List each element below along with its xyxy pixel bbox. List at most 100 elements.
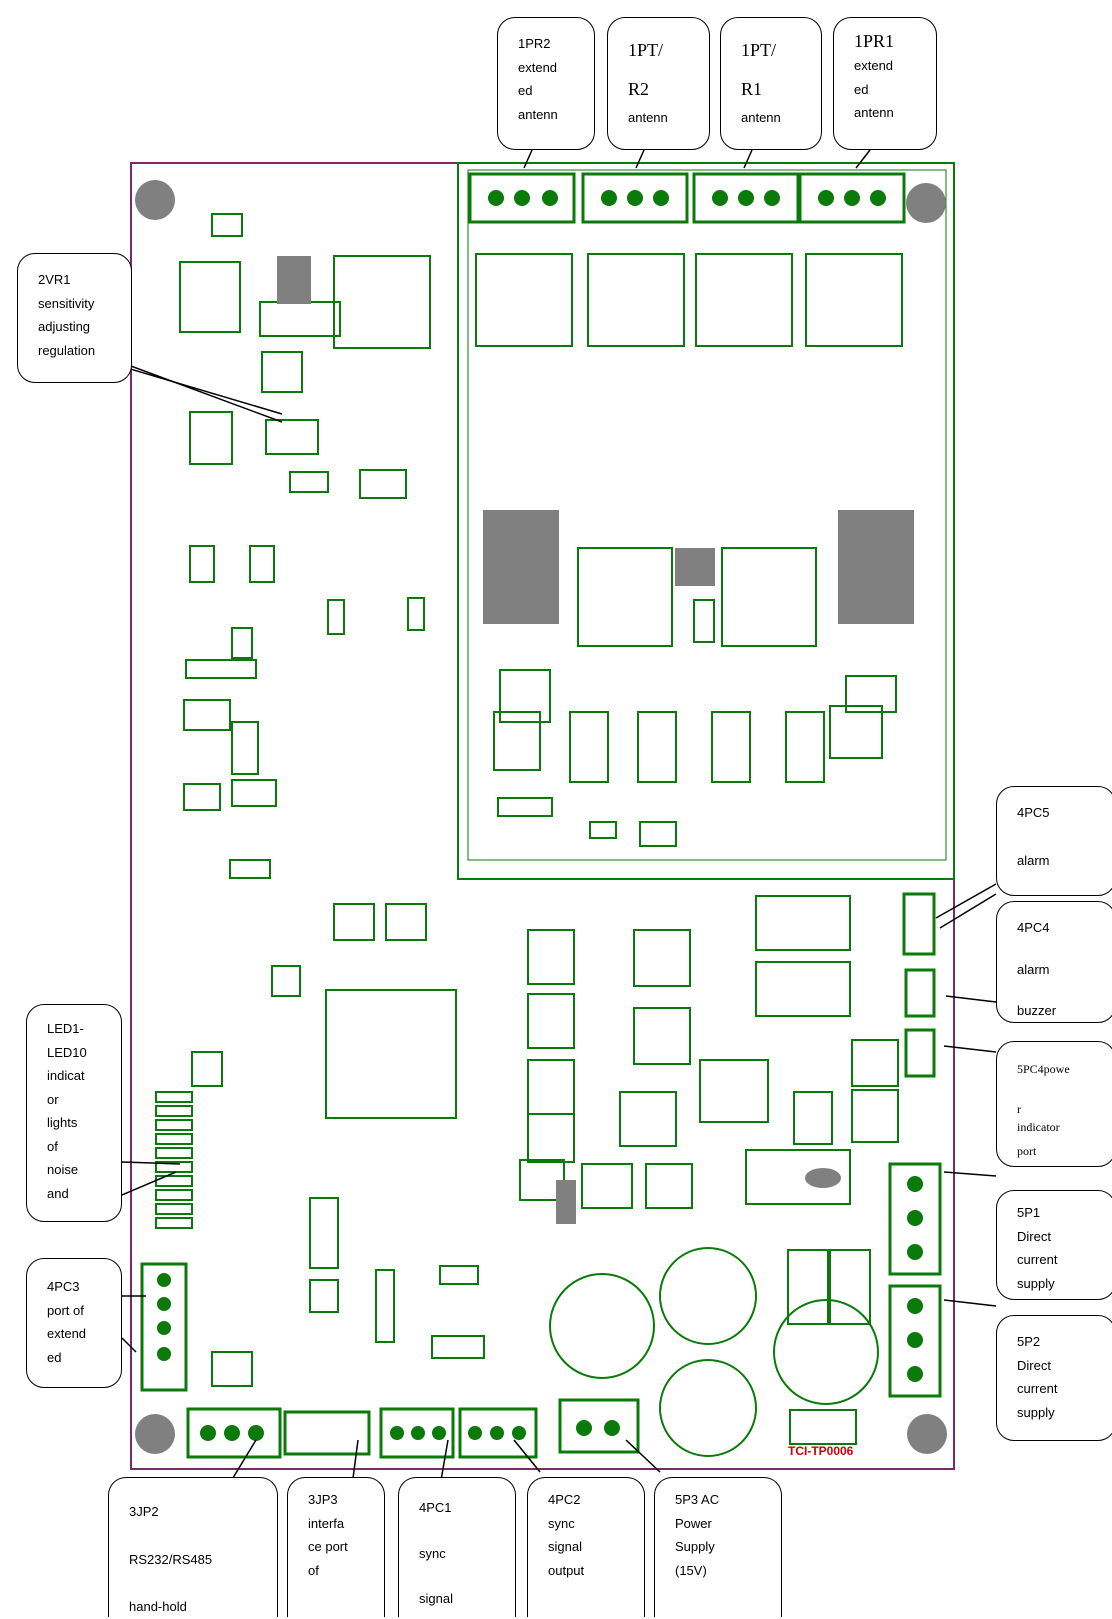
- callout-line: 1PR2: [518, 36, 551, 51]
- callout-line: Direct: [1017, 1228, 1051, 1244]
- component-footprint: [693, 599, 715, 643]
- component-footprint: [271, 965, 301, 997]
- callout-line: 5P3 AC: [675, 1492, 720, 1507]
- callout-line: or: [47, 1091, 59, 1107]
- component-footprint: [309, 1279, 339, 1313]
- component-footprint: [265, 419, 319, 455]
- main-chip: [325, 989, 457, 1119]
- callout-3jp2: 3JP2 RS232/RS485 hand-hold: [108, 1477, 278, 1617]
- component-footprint: [431, 1335, 485, 1359]
- component-footprint: [229, 859, 271, 879]
- callout-line: current: [1017, 1252, 1058, 1267]
- component-footprint: [793, 1091, 833, 1145]
- bridge-rectifier: [549, 1273, 655, 1379]
- component-footprint: [231, 721, 259, 775]
- callout-line: indicat: [47, 1068, 85, 1083]
- callout-line: 5P2: [1017, 1334, 1041, 1349]
- capacitor: [659, 1359, 757, 1457]
- callout-4pc2: 4PC2 sync signal output: [527, 1477, 645, 1617]
- component-footprint: [179, 261, 241, 333]
- component-footprint: [211, 1351, 253, 1387]
- callout-line: sensitivity: [38, 295, 95, 311]
- component-footprint: [527, 929, 575, 985]
- component-footprint: [499, 669, 551, 723]
- callout-line: Direct: [1017, 1357, 1051, 1373]
- callout-4pc1: 4PC1 sync signal: [398, 1477, 516, 1617]
- component-footprint: [711, 711, 751, 783]
- callout-line: 5P1: [1017, 1205, 1041, 1220]
- callout-4pc3: 4PC3 port of extend ed: [26, 1258, 122, 1388]
- callout-line: indicator: [1017, 1120, 1060, 1134]
- callout-5p2: 5P2 Direct current supply: [996, 1315, 1112, 1441]
- heatsink: [483, 510, 559, 624]
- callout-line: ed: [47, 1349, 62, 1365]
- callout-line: signal: [419, 1591, 453, 1606]
- callout-line: antenn: [854, 105, 894, 120]
- component-footprint: [851, 1039, 899, 1087]
- callout-3jp3: 3JP3 interfa ce port of: [287, 1477, 385, 1617]
- callout-line: antenn: [518, 106, 558, 122]
- component-footprint: [787, 1249, 829, 1325]
- callout-line: current: [1017, 1381, 1058, 1396]
- component-footprint: [359, 469, 407, 499]
- callout-line: r: [1017, 1102, 1021, 1116]
- callout-line: (15V): [675, 1562, 707, 1578]
- component-footprint: [589, 821, 617, 839]
- component-footprint: [527, 1113, 575, 1163]
- mounting-hole: [135, 1414, 175, 1454]
- callout-line: 4PC5: [1017, 805, 1050, 820]
- callout-line: supply: [1017, 1275, 1055, 1291]
- callout-line: interfa: [308, 1515, 345, 1531]
- component-footprint: [183, 699, 231, 731]
- callout-line: LED10: [47, 1044, 87, 1060]
- component-footprint: [211, 213, 243, 237]
- led-indicator: [155, 1161, 193, 1173]
- callout-line: of: [308, 1562, 319, 1578]
- callout-led: LED1- LED10 indicat or lights of noise a…: [26, 1004, 122, 1222]
- component-footprint: [619, 1091, 677, 1147]
- component-footprint: [183, 783, 221, 811]
- heatsink: [838, 510, 914, 624]
- callout-line: LED1-: [47, 1021, 84, 1036]
- callout-line: 3JP3: [308, 1492, 338, 1507]
- callout-line: noise: [47, 1162, 79, 1177]
- component-footprint: [231, 627, 253, 659]
- callout-line: 4PC2: [548, 1492, 581, 1507]
- component-footprint: [249, 545, 275, 583]
- component-footprint: [829, 705, 883, 759]
- callout-line: 4PC3: [47, 1279, 80, 1294]
- board-code: TCI-TP0006: [788, 1444, 854, 1458]
- component-footprint: [637, 711, 677, 783]
- component-footprint: [407, 597, 425, 631]
- callout-4pc4: 4PC4 alarm buzzer: [996, 901, 1112, 1023]
- callout-1pr1: 1PR1 extend ed antenn: [833, 17, 937, 150]
- leader-lines: [99, 149, 997, 1487]
- callout-line: 3JP2: [129, 1504, 159, 1519]
- component-footprint: [639, 821, 677, 847]
- rf-section-outline: [457, 162, 955, 880]
- callout-line: ce port: [308, 1539, 348, 1554]
- component-footprint: [645, 1163, 693, 1209]
- led-indicator: [155, 1105, 193, 1117]
- component-footprint: [789, 1409, 857, 1445]
- callout-line: extend: [854, 58, 894, 73]
- antenna-connectors: [468, 172, 906, 224]
- callout-line: 1PT/: [628, 40, 664, 60]
- callout-line: supply: [1017, 1404, 1055, 1420]
- component-footprint: [497, 797, 553, 817]
- callout-line: 4PC4: [1017, 920, 1050, 935]
- led-indicator: [155, 1189, 193, 1201]
- callout-line: extend: [518, 59, 558, 75]
- callout-line: of: [47, 1138, 58, 1154]
- callout-line: antenn: [628, 110, 668, 125]
- led-indicator: [155, 1133, 193, 1145]
- component-footprint: [633, 1007, 691, 1065]
- callout-line: 1PT/: [741, 40, 777, 60]
- callout-line: sync: [548, 1515, 575, 1531]
- component-footprint: [333, 903, 375, 941]
- callout-line: ed: [854, 81, 869, 97]
- component-footprint: [289, 471, 329, 493]
- component-footprint: [851, 1089, 899, 1143]
- callout-5p1: 5P1 Direct current supply: [996, 1190, 1112, 1300]
